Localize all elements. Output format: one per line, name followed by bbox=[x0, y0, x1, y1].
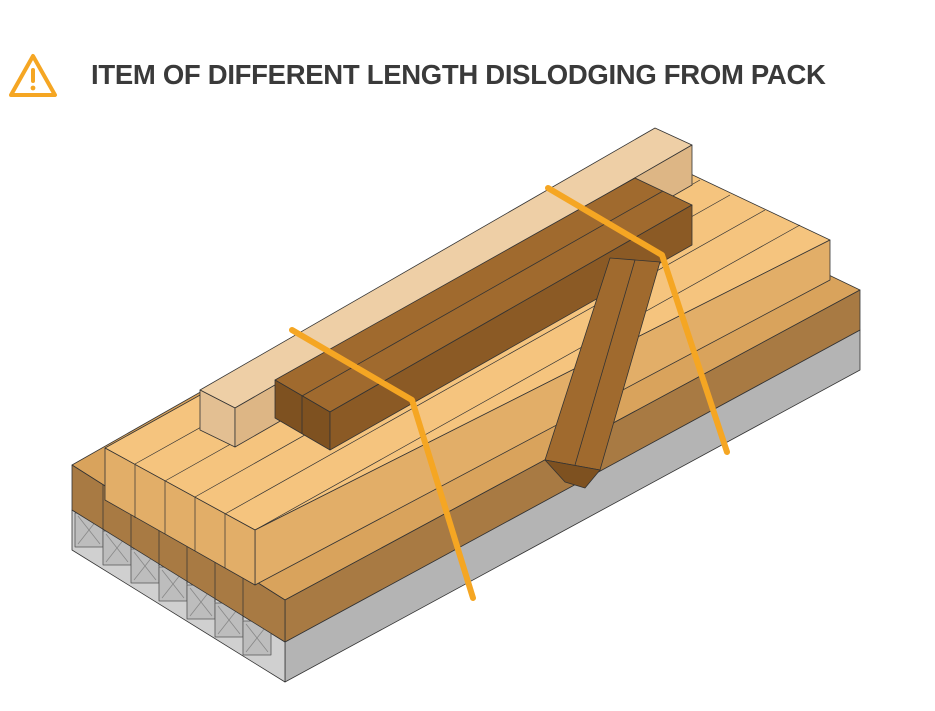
retaining-straps bbox=[289, 185, 730, 601]
header: ITEM OF DIFFERENT LENGTH DISLODGING FROM… bbox=[0, 48, 935, 108]
page-title: ITEM OF DIFFERENT LENGTH DISLODGING FROM… bbox=[91, 59, 826, 90]
top-timber-bundle bbox=[274, 177, 693, 451]
dislodged-timber bbox=[544, 257, 661, 489]
warning-triangle-icon bbox=[9, 54, 57, 97]
